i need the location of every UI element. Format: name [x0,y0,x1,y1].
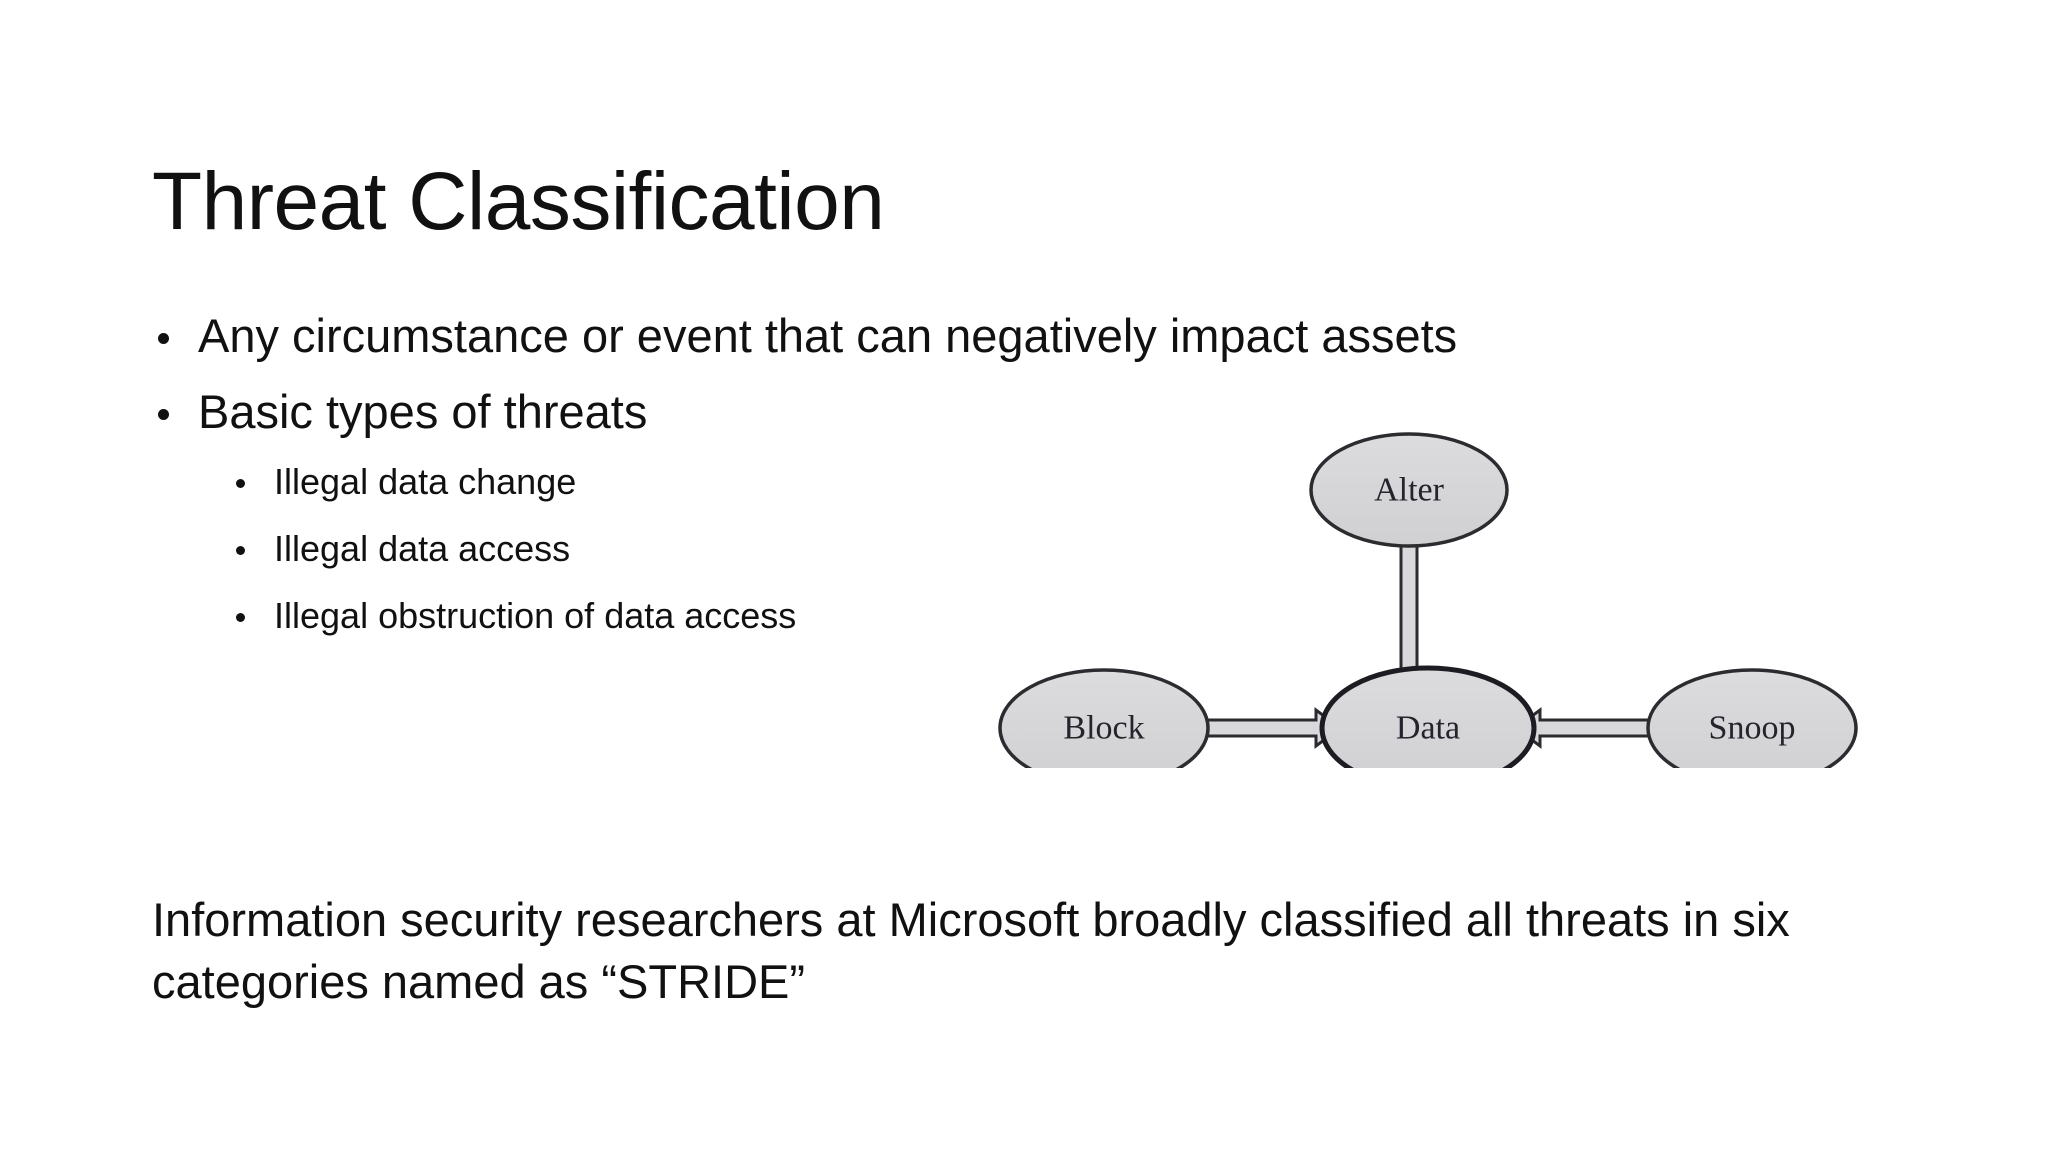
diagram-node-label: Block [1063,710,1144,747]
bullet-label: Illegal obstruction of data access [274,595,797,636]
closing-paragraph: Information security researchers at Micr… [152,893,1790,1009]
diagram-node-data: Data [1319,665,1537,768]
bullet-item-level2: Illegal data change [152,464,1252,500]
bullet-marker-icon [236,546,245,556]
diagram-node-block: Block [998,668,1210,768]
threat-diagram: Alter Block Data Snoop [968,428,1888,768]
bullet-item-level1: Any circumstance or event that can negat… [152,312,1457,359]
bullet-marker-icon [158,332,169,344]
bullet-label: Basic types of threats [198,385,648,438]
diagram-node-label: Alter [1374,472,1445,509]
bullet-marker-icon [236,479,245,489]
bullet-label: Any circumstance or event that can negat… [198,309,1458,362]
diagram-node-snoop: Snoop [1646,668,1858,768]
diagram-node-alter: Alter [1309,432,1509,548]
bullet-label: Illegal data change [274,461,577,502]
bullet-item-level2: Illegal obstruction of data access [152,598,1252,634]
bullet-item-level2: Illegal data access [152,531,1252,567]
diagram-node-label: Data [1396,710,1460,747]
bullet-item-level1: Basic types of threats [152,388,1252,435]
bullet-marker-icon [158,408,169,420]
page-title: Threat Classification [152,155,885,247]
diagram-node-label: Snoop [1709,710,1796,747]
bullet-marker-icon [236,613,245,623]
bullet-label: Illegal data access [274,528,571,569]
bullet-list: Any circumstance or event that can negat… [152,312,1457,665]
